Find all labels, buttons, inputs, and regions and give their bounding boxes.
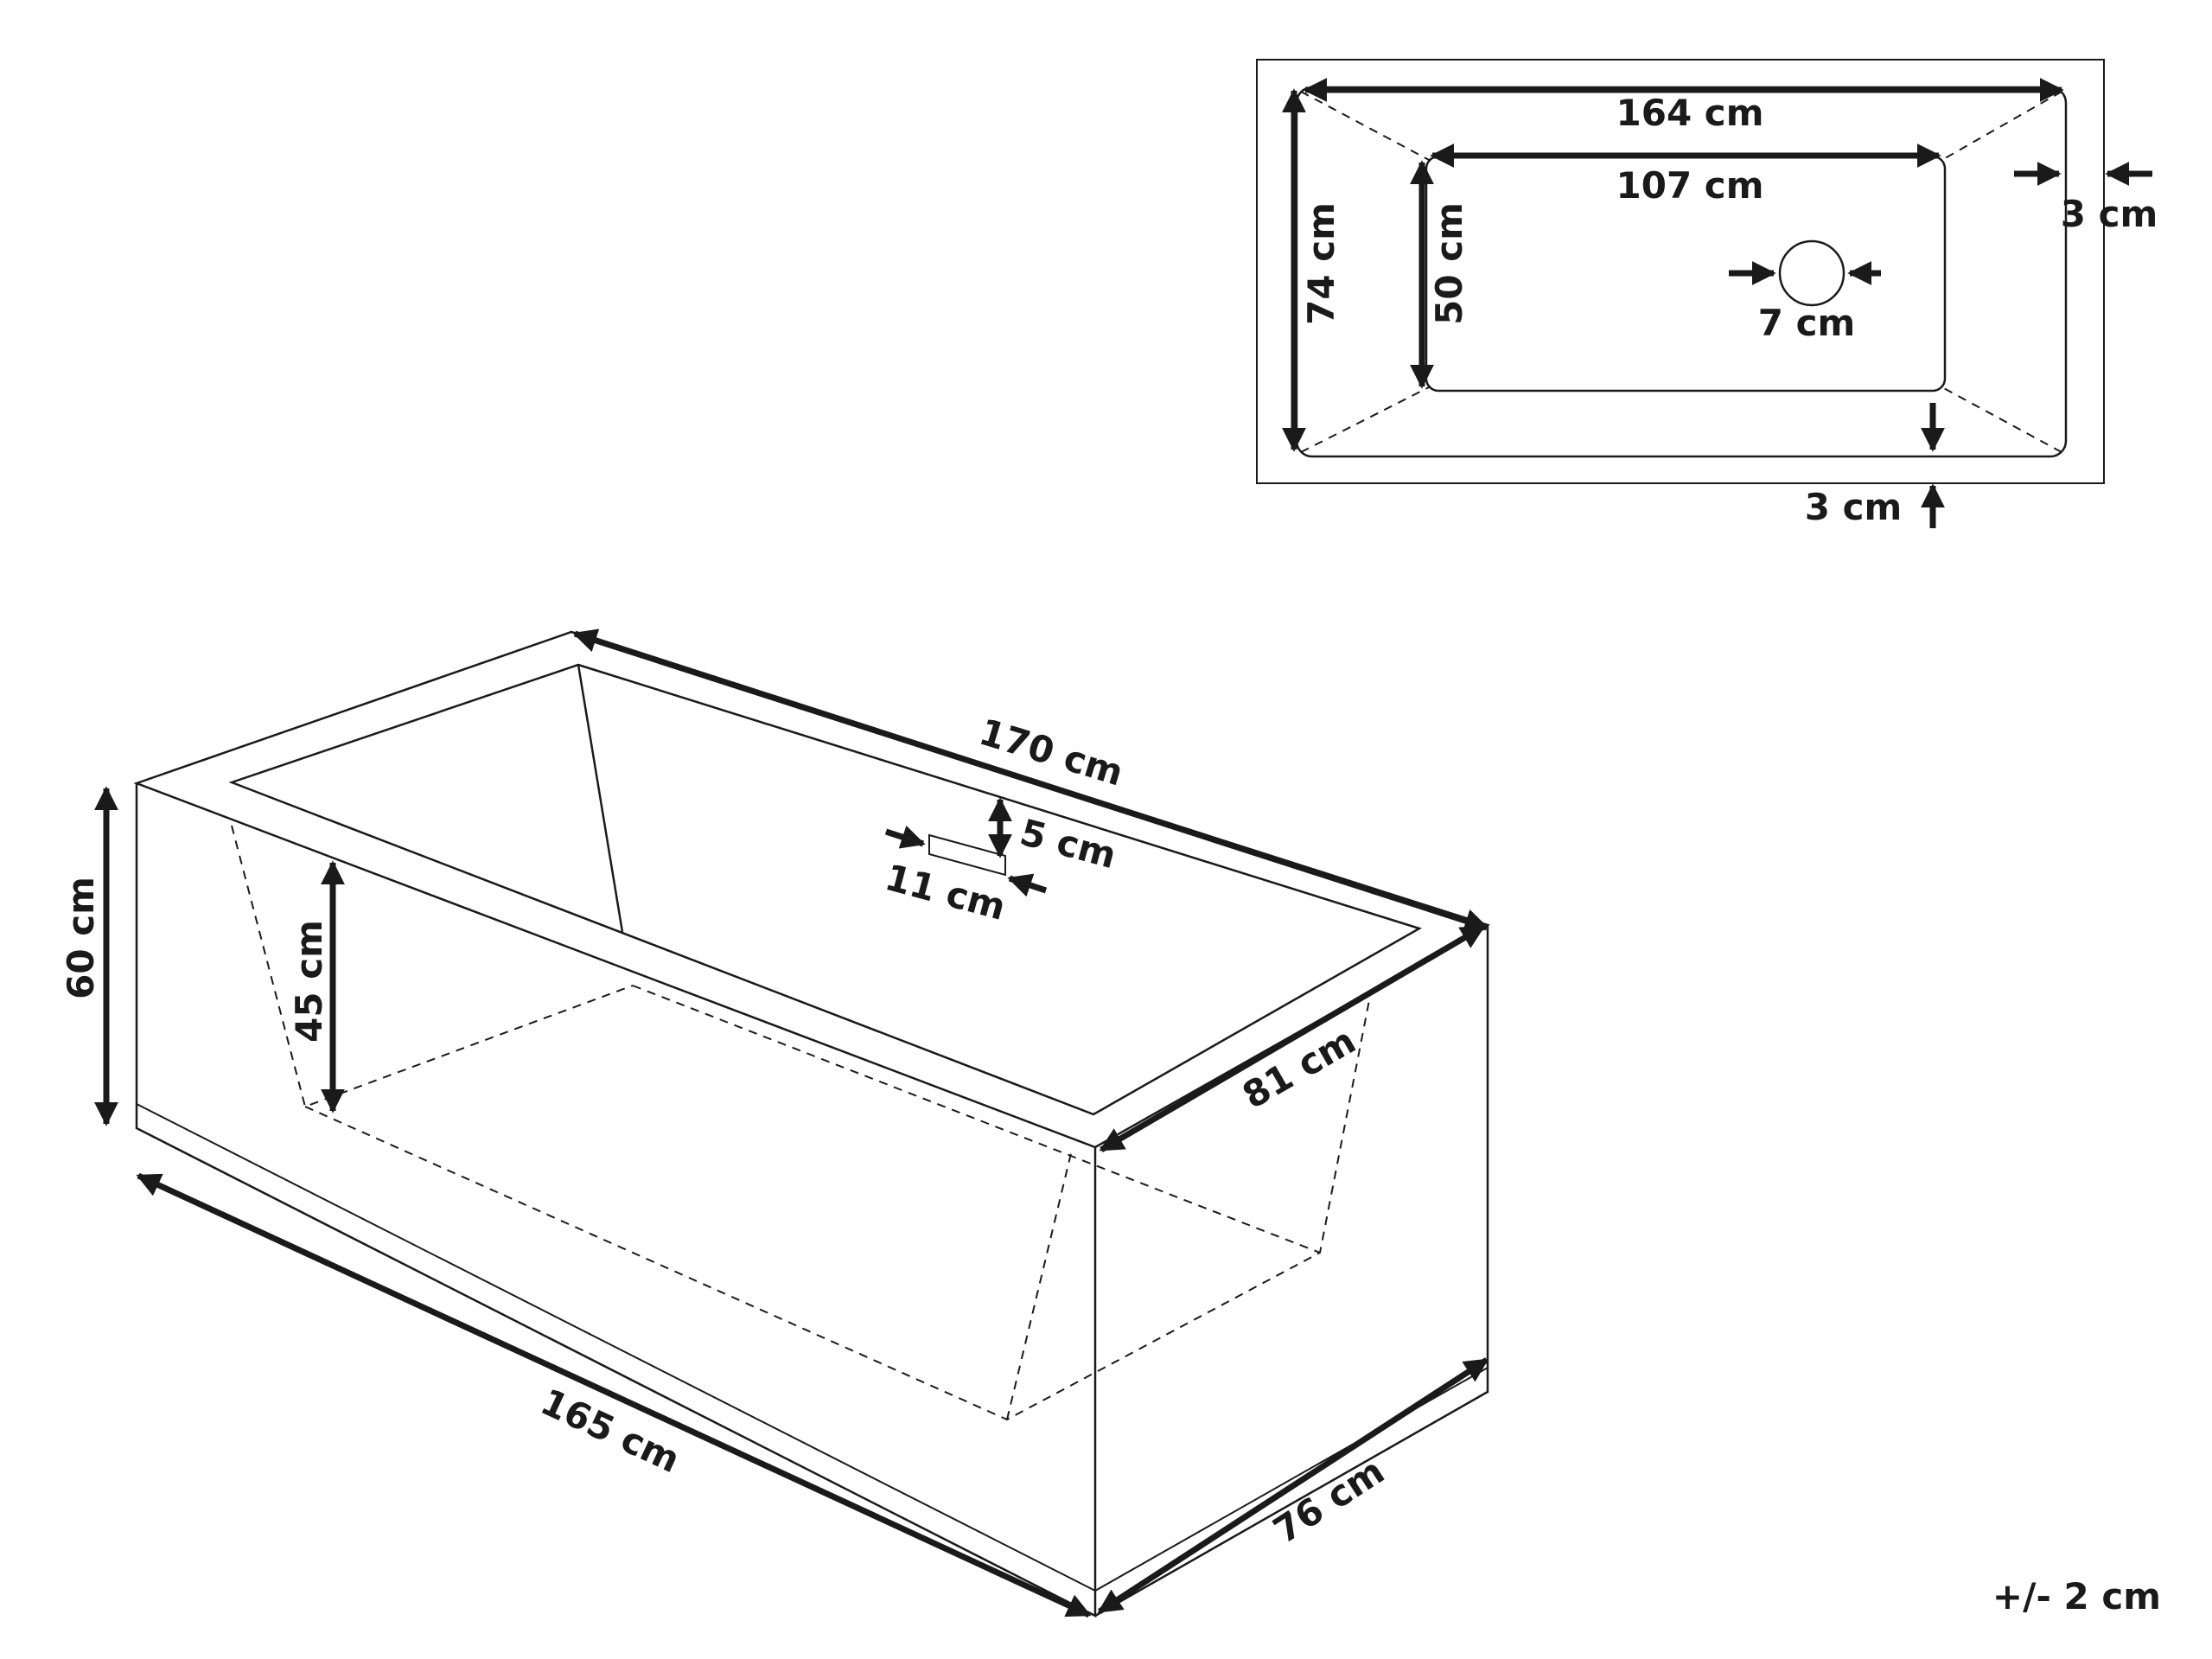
overflow-width-label: 11 cm bbox=[881, 856, 1010, 928]
corner-line bbox=[1940, 91, 2062, 162]
inner-length-label: 107 cm bbox=[1616, 164, 1764, 207]
tolerance-note: +/- 2 cm bbox=[1992, 1575, 2161, 1618]
total-height-label: 60 cm bbox=[60, 877, 102, 999]
dimension-arrow bbox=[572, 629, 1489, 933]
dimension-arrow bbox=[136, 1172, 1092, 1618]
outer-length-label: 164 cm bbox=[1616, 92, 1764, 134]
top-length-label: 170 cm bbox=[974, 711, 1128, 794]
drain-icon bbox=[1778, 239, 1845, 307]
rim-side-label: 3 cm bbox=[2061, 193, 2158, 235]
inner-wall-edge bbox=[577, 664, 624, 933]
inner-depth-label: 45 cm bbox=[288, 920, 330, 1043]
corner-line bbox=[1300, 386, 1431, 453]
dimension-arrow bbox=[1099, 923, 1486, 1153]
rim-bottom-label: 3 cm bbox=[1805, 486, 1903, 528]
top-view-frame bbox=[1256, 59, 2105, 484]
tub-inner-opening bbox=[228, 663, 1423, 1116]
dimension-arrow bbox=[884, 825, 926, 849]
hidden-basin-edge bbox=[1006, 1149, 1073, 1420]
hidden-basin-edge bbox=[632, 985, 1321, 1254]
perspective-view: 170 cm 81 cm 5 cm 11 cm 60 cm 45 cm 165 … bbox=[60, 629, 1491, 1618]
outer-width-label: 74 cm bbox=[1300, 202, 1342, 325]
tub-outer-outline bbox=[1295, 86, 2068, 458]
inner-width-label: 50 cm bbox=[1428, 202, 1470, 325]
dimension-arrow bbox=[1097, 1357, 1489, 1614]
corner-line bbox=[1940, 386, 2062, 453]
overflow-height-label: 5 cm bbox=[1016, 811, 1120, 877]
drain-diameter-label: 7 cm bbox=[1758, 302, 1856, 344]
dimension-arrow bbox=[1007, 873, 1048, 897]
hidden-basin-edge bbox=[304, 995, 1371, 1421]
top-view: 164 cm 107 cm 74 cm 50 cm 7 cm 3 cm 3 cm bbox=[1256, 59, 2158, 528]
hidden-basin-edge bbox=[231, 825, 634, 1108]
corner-line bbox=[1300, 91, 1431, 162]
